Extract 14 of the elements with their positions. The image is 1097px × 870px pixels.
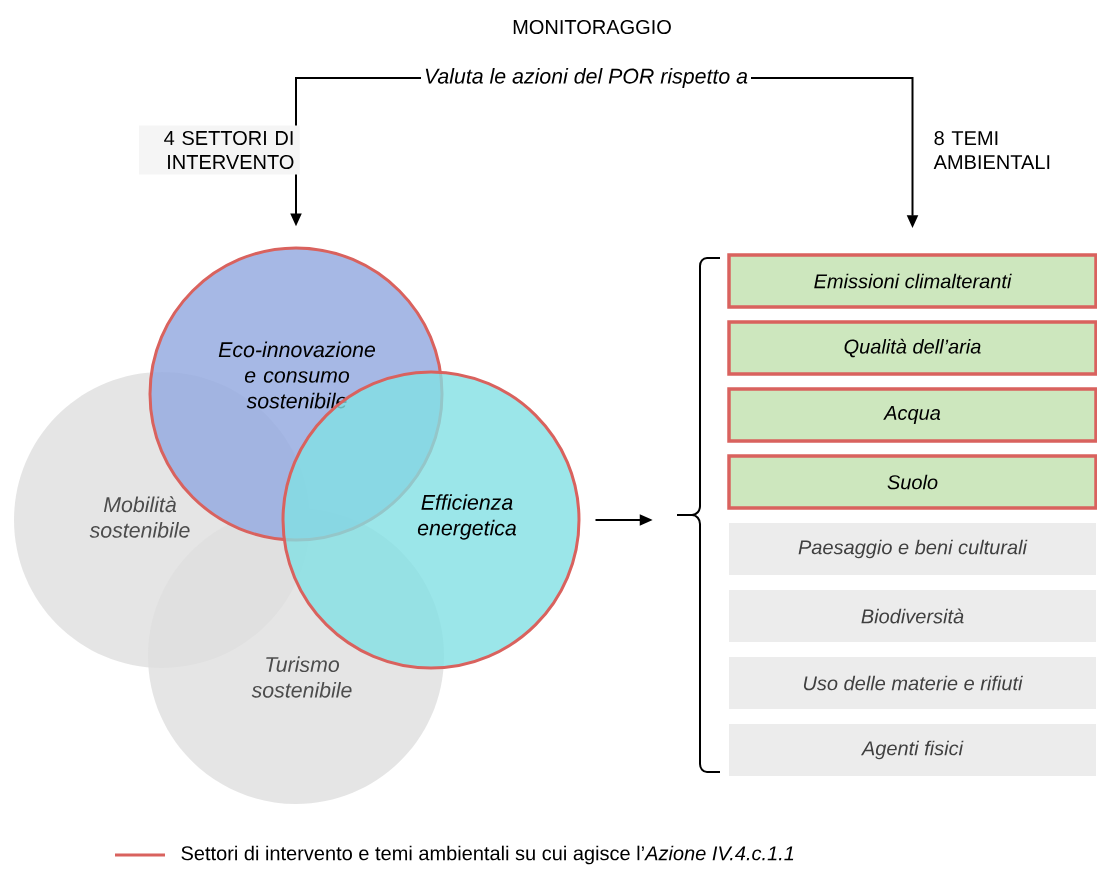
- theme-box: Agenti fisici: [729, 724, 1096, 776]
- theme-box: Biodiversità: [729, 590, 1096, 642]
- theme-box: Emissioni climalteranti: [727, 253, 1097, 309]
- curly-bracket: [676, 257, 721, 773]
- theme-box: Suolo: [727, 454, 1097, 510]
- heading-text: Valuta le azioni del POR rispetto a: [425, 68, 748, 88]
- legend-item: Settori di intervento e temi ambientali su cui agisce l’Azione IV.4.c.1.1: [115, 845, 794, 865]
- edge-label: 8 TEMI AMBIENTALI: [933, 131, 1050, 169]
- theme-box: Paesaggio e beni culturali: [729, 523, 1096, 575]
- title: MONITORAGGIO: [513, 19, 671, 35]
- theme-box: Acqua: [727, 387, 1097, 443]
- edge-label: 4 SETTORI DI INTERVENTO: [139, 125, 300, 175]
- theme-box: Uso delle materie e rifiuti: [729, 657, 1096, 709]
- theme-box: Qualità dell’aria: [727, 320, 1097, 376]
